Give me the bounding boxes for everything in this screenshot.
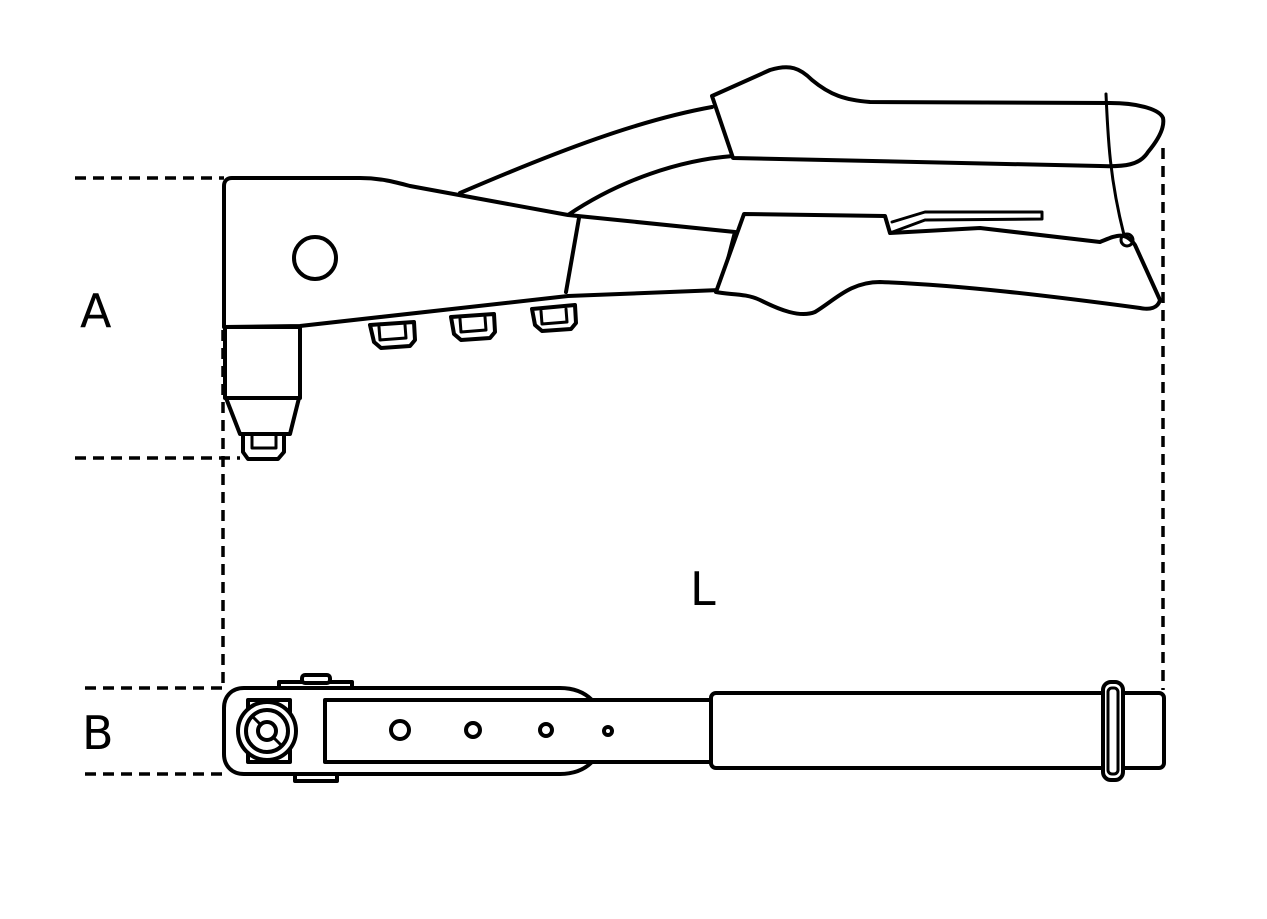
handle-lock-ring bbox=[1101, 680, 1125, 782]
dimension-label-b: B bbox=[82, 706, 114, 760]
nozzle-cone bbox=[224, 396, 301, 436]
spare-nozzle-3 bbox=[530, 303, 578, 333]
frame-hole-3 bbox=[538, 722, 554, 738]
lock-ring-eye bbox=[1119, 232, 1135, 248]
latch-spring bbox=[888, 210, 1044, 235]
mandrel-inner-ring bbox=[244, 708, 290, 754]
upper-grip bbox=[710, 65, 1166, 169]
nozzle-nut-detail bbox=[250, 434, 278, 450]
pivot-hole bbox=[292, 235, 338, 281]
dimension-label-a: A bbox=[80, 284, 112, 338]
mandrel-center bbox=[256, 720, 278, 742]
head-arm-joint bbox=[564, 216, 581, 294]
top-knob bbox=[300, 673, 332, 685]
mandrel-slot-1 bbox=[251, 715, 263, 727]
side-view bbox=[222, 65, 1166, 461]
handle-grip bbox=[709, 691, 1166, 770]
arm-bar bbox=[323, 698, 713, 764]
frame-hole-1 bbox=[389, 719, 411, 741]
handle-lock-ring-inner bbox=[1106, 686, 1120, 776]
dimension-label-l: L bbox=[690, 562, 716, 616]
frame-hole-4 bbox=[602, 725, 614, 737]
frame-hole-2 bbox=[464, 721, 482, 739]
spare-nozzle-2 bbox=[449, 312, 497, 342]
mandrel-slot-2 bbox=[271, 735, 283, 747]
upper-arm bbox=[458, 105, 735, 217]
nozzle-holder bbox=[223, 325, 302, 400]
lower-grip bbox=[714, 212, 1162, 317]
top-view bbox=[222, 673, 1166, 783]
dimension-lines bbox=[75, 148, 1165, 776]
spare-nozzle-1 bbox=[368, 320, 417, 350]
lock-ring bbox=[1104, 92, 1126, 237]
